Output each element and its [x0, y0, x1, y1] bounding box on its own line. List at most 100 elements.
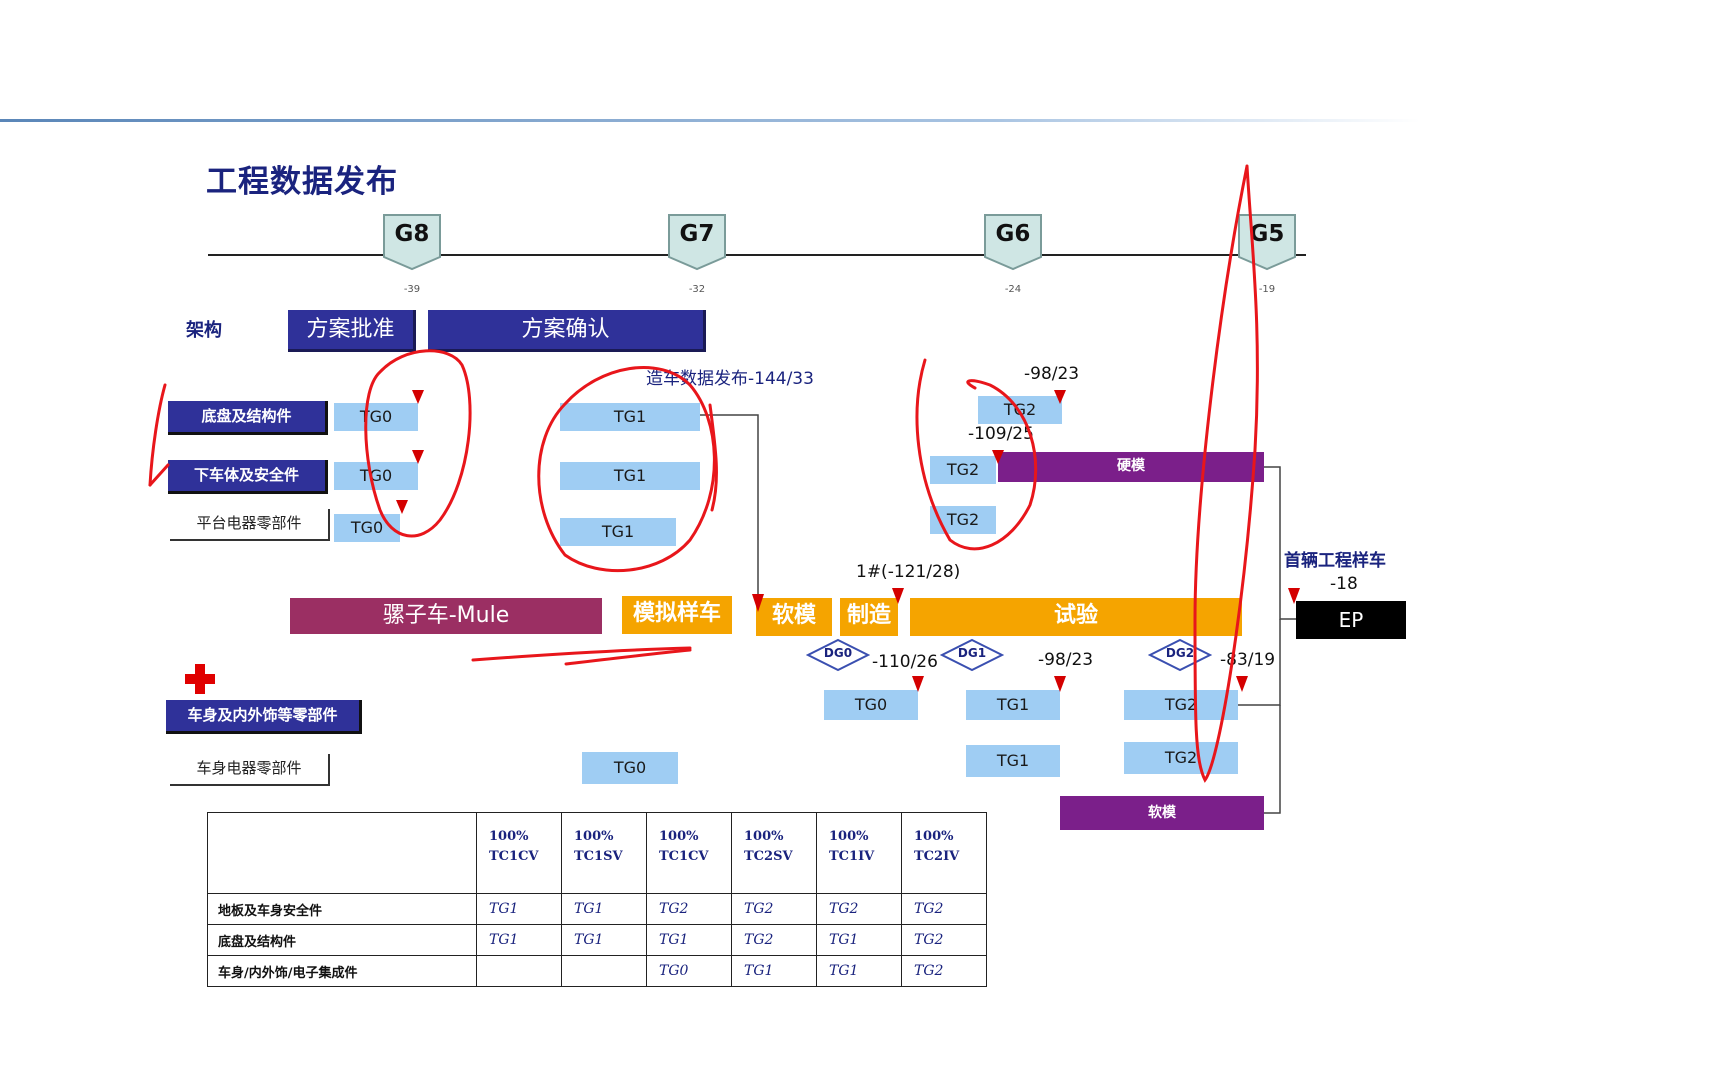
mule-bar: 骡子车-Mule — [290, 598, 602, 634]
dg-label: DG2 — [1165, 646, 1195, 660]
gate-g6: G6 — [983, 213, 1043, 271]
gate-label: G7 — [679, 221, 715, 247]
header-code: TC2IV — [914, 849, 960, 864]
header-percent: 100% — [914, 829, 954, 844]
maturity-table: 100%TC1CV 100%TC1SV 100%TC1CV 100%TC2SV … — [207, 812, 987, 987]
table-cell: TG1 — [476, 924, 562, 956]
table-cell: TG2 — [731, 924, 817, 956]
plan-confirm-bar: 方案确认 — [428, 310, 706, 352]
table-cell: TG1 — [731, 955, 817, 987]
tg-box: TG1 — [966, 745, 1060, 777]
gate-week: -24 — [1004, 284, 1022, 295]
hard-tool-bar: 硬模 — [998, 452, 1264, 482]
note-83-19: -83/19 — [1220, 650, 1276, 670]
table-row-label: 车身/内外饰/电子集成件 — [207, 955, 477, 987]
gate-week: -32 — [688, 284, 706, 295]
header-percent: 100% — [744, 829, 784, 844]
manufacture-bar: 制造 — [840, 598, 898, 636]
note-first-engineering-car: 首辆工程样车 — [1284, 551, 1386, 571]
dg2-diamond: DG2 — [1148, 638, 1212, 672]
timeline-axis — [208, 254, 1306, 256]
header-percent: 100% — [829, 829, 869, 844]
tg-box: TG2 — [978, 396, 1062, 424]
ep-box: EP — [1296, 601, 1406, 639]
soft-tool-bottom-bar: 软模 — [1060, 796, 1264, 830]
table-cell: TG1 — [561, 924, 647, 956]
table-cell: TG2 — [901, 924, 987, 956]
note-110-26: -110/26 — [872, 652, 938, 672]
table-cell: TG2 — [901, 955, 987, 987]
page-title: 工程数据发布 — [206, 164, 398, 200]
sim-car-bar: 模拟样车 — [622, 596, 732, 634]
table-header-cell: 100% TC1IV — [816, 812, 902, 894]
dg1-diamond: DG1 — [940, 638, 1004, 672]
dg-label: DG1 — [957, 646, 987, 660]
tg-box: TG2 — [930, 506, 996, 534]
header-code: TC2SV — [744, 849, 793, 864]
dg-label: DG0 — [823, 646, 853, 660]
red-plus-icon — [185, 664, 215, 694]
table-row-label: 地板及车身安全件 — [207, 893, 477, 925]
header-percent: 100% — [574, 829, 614, 844]
table-cell: TG2 — [646, 893, 732, 925]
release-note: 造车数据发布-144/33 — [646, 369, 814, 389]
row-label-platform-electrical: 平台电器零部件 — [170, 509, 330, 541]
table-cell: TG1 — [561, 893, 647, 925]
gate-label: G8 — [394, 221, 430, 247]
note-first-engineering-week: -18 — [1330, 574, 1358, 594]
table-header-cell: 100% TC2IV — [901, 812, 987, 894]
note-first-car: 1#(-121/28) — [856, 562, 961, 582]
table-cell: TG1 — [646, 924, 732, 956]
tg-box: TG0 — [334, 462, 418, 490]
table-cell: TG1 — [816, 924, 902, 956]
table-cell: TG2 — [901, 893, 987, 925]
gate-shape — [984, 214, 1042, 271]
table-row-label: 底盘及结构件 — [207, 924, 477, 956]
diamond-shape — [806, 638, 870, 672]
table-corner-cell — [207, 812, 477, 894]
table-cell: TG1 — [476, 893, 562, 925]
header-code: TC1CV — [659, 849, 709, 864]
row-label-chassis: 底盘及结构件 — [168, 401, 328, 435]
gate-g5: G5 — [1237, 213, 1297, 271]
note-98-23: -98/23 — [1024, 364, 1080, 384]
tg-box: TG1 — [560, 518, 676, 546]
table-header-row: 100%TC1CV 100%TC1SV 100%TC1CV 100%TC2SV … — [207, 812, 987, 894]
table-header-cell: 100%TC1CV — [646, 812, 732, 894]
table-header-cell: 100% TC2SV — [731, 812, 817, 894]
table-cell: TG2 — [816, 893, 902, 925]
tg-box: TG0 — [334, 514, 400, 542]
gate-week: -19 — [1258, 284, 1276, 295]
tg-box: TG2 — [1124, 742, 1238, 774]
tg-box: TG1 — [560, 403, 700, 431]
table-row: 底盘及结构件 TG1 TG1 TG1 TG2 TG1 TG2 — [207, 924, 987, 956]
test-bar: 试验 — [910, 598, 1242, 636]
table-header-cell: 100%TC1CV — [476, 812, 562, 894]
soft-tool-bar: 软模 — [756, 598, 832, 636]
plan-approve-bar: 方案批准 — [288, 310, 416, 352]
gate-label: G6 — [995, 221, 1031, 247]
tg-box: TG1 — [966, 690, 1060, 720]
architecture-label: 架构 — [186, 320, 222, 341]
table-cell: TG2 — [731, 893, 817, 925]
header-divider — [0, 119, 1420, 122]
gate-g7: G7 — [667, 213, 727, 271]
table-row: 车身/内外饰/电子集成件 TG0 TG1 TG1 TG2 — [207, 955, 987, 987]
header-percent: 100% — [489, 829, 529, 844]
tg-box: TG0 — [824, 690, 918, 720]
header-code: TC1IV — [829, 849, 875, 864]
note-109-25: -109/25 — [968, 424, 1034, 444]
row-label-body-trim: 车身及内外饰等零部件 — [166, 700, 362, 734]
gate-label: G5 — [1249, 221, 1285, 247]
gate-g8: G8 — [382, 213, 442, 271]
tg-box: TG0 — [334, 403, 418, 431]
diamond-shape — [940, 638, 1004, 672]
gate-week: -39 — [403, 284, 421, 295]
table-cell: TG0 — [646, 955, 732, 987]
row-label-underbody: 下车体及安全件 — [168, 460, 328, 494]
note-98-23-mid: -98/23 — [1038, 650, 1094, 670]
table-cell — [476, 955, 562, 987]
table-row: 地板及车身安全件 TG1 TG1 TG2 TG2 TG2 TG2 — [207, 893, 987, 925]
row-label-body-electrical: 车身电器零部件 — [170, 754, 330, 786]
gate-shape — [383, 214, 441, 271]
